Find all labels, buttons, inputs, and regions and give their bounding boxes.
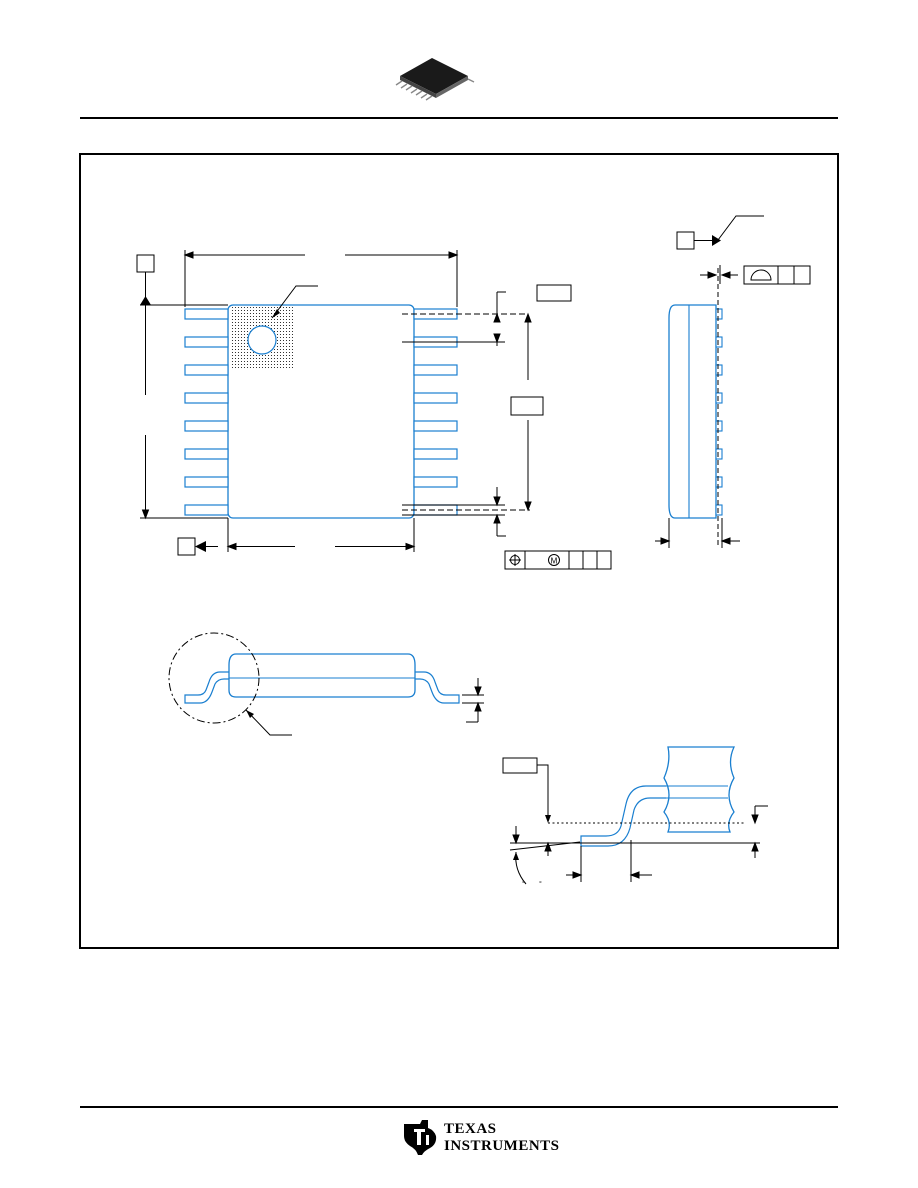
lead-span-dimension (183, 250, 459, 307)
end-lead-right (415, 671, 460, 704)
side-body (668, 304, 717, 519)
coplanarity-frame (700, 265, 811, 285)
detail-view: ° ° (502, 746, 768, 888)
end-body (228, 653, 416, 698)
body-length-dimension (140, 304, 228, 520)
position-tolerance-frame: M (504, 550, 612, 570)
svg-text:°: ° (539, 880, 542, 888)
ti-logo: TEXAS INSTRUMENTS (400, 1118, 560, 1158)
pitch-dimension (402, 284, 572, 346)
side-leads (715, 308, 723, 516)
body-width-dimension (206, 518, 416, 552)
company-name-line2: INSTRUMENTS (444, 1138, 560, 1154)
company-name-line1: TEXAS (444, 1121, 497, 1137)
detail-a-circle (168, 632, 260, 724)
svg-text:°: ° (522, 880, 525, 888)
ti-logo-icon (404, 1120, 437, 1155)
left-leads (184, 308, 229, 516)
detail-leader (245, 709, 292, 736)
package-body-top (227, 304, 415, 519)
detail-lead (580, 785, 666, 847)
pin1-indicator (247, 325, 277, 355)
end-lead-left (184, 671, 229, 704)
lead-width-dimension (402, 487, 506, 537)
foot-length-dimension (566, 840, 652, 882)
detail-body-break (663, 746, 736, 833)
seating-height-dimension (751, 805, 768, 858)
pin1-leader (271, 285, 318, 319)
package-height-dimension (655, 518, 740, 548)
gage-plane-box (502, 757, 538, 774)
end-view (168, 632, 484, 736)
right-leads (413, 308, 458, 516)
side-view (655, 215, 811, 548)
standoff-dimension (509, 826, 581, 856)
drawing-frame (79, 153, 839, 949)
lead-thickness-dimension (462, 678, 484, 723)
datum-c-box (676, 231, 695, 250)
top-view: M (136, 250, 612, 570)
pin-span-dimension (402, 312, 544, 512)
datum-b-box (177, 537, 196, 556)
datum-a-box (136, 254, 155, 273)
package-thumbnail-icon (395, 58, 475, 101)
svg-text:M: M (551, 557, 558, 566)
